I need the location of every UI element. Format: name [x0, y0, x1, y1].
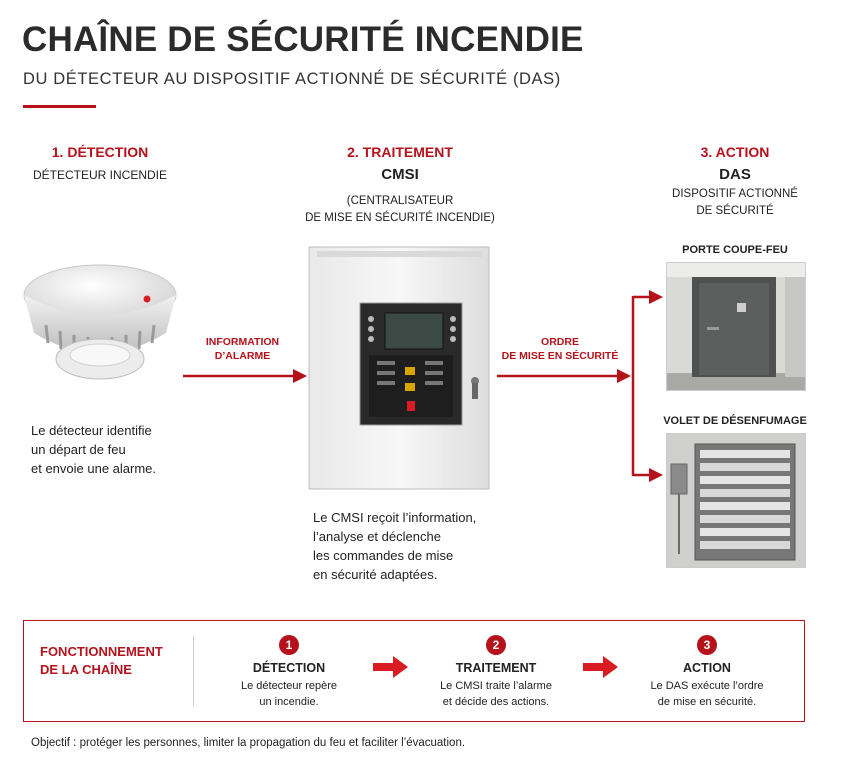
summary-divider [193, 636, 194, 706]
summary-step-text: Le détecteur repère un incendie. [240, 680, 337, 708]
page-subtitle: DU DÉTECTEUR AU DISPOSITIF ACTIONNÉ DE S… [23, 70, 561, 88]
step-number-badge: 2 [486, 635, 506, 655]
arrow-right-icon [183, 369, 307, 383]
step-detection-name: DÉTECTEUR INCENDIE [32, 168, 167, 182]
page-title: CHAÎNE DE SÉCURITÉ INCENDIE [22, 20, 584, 59]
step-detection-description: Le détecteur identifie un départ de feu … [31, 423, 157, 476]
step-number-badge: 3 [697, 635, 717, 655]
objectif-note: Objectif : protéger les personnes, limit… [31, 737, 466, 749]
summary-step-text: Le CMSI traite l’alarme et décide des ac… [440, 680, 552, 708]
das-example-door-label: PORTE COUPE-FEU [682, 244, 788, 256]
title-underline [23, 105, 96, 108]
step-traitement-heading: 2. TRAITEMENT [347, 144, 453, 160]
step-traitement-name: CMSI [381, 166, 419, 183]
step-traitement-fullname: (CENTRALISATEUR DE MISE EN SÉCURITÉ INCE… [305, 195, 495, 224]
step-action-heading: 3. ACTION [700, 144, 770, 160]
das-example-vent-label: VOLET DE DÉSENFUMAGE [663, 415, 807, 427]
step-action-fullname: DISPOSITIF ACTIONNÉ DE SÉCURITÉ [672, 188, 798, 217]
summary-step-text: Le DAS exécute l’ordre de mise en sécuri… [650, 680, 764, 708]
smoke-vent-image [666, 433, 806, 568]
smoke-detector-image [23, 264, 177, 380]
summary-title: FONCTIONNEMENT DE LA CHAÎNE [40, 644, 163, 677]
arrow-ordre-label: ORDRE DE MISE EN SÉCURITÉ [501, 336, 619, 362]
branch-arrows [497, 290, 663, 482]
step-action-name: DAS [719, 166, 751, 183]
arrow-information-label: INFORMATION D’ALARME [205, 336, 280, 362]
step-detection-heading: 1. DÉTECTION [51, 144, 149, 160]
summary-step-heading: DÉTECTION [252, 661, 326, 675]
summary-step-heading: TRAITEMENT [455, 661, 537, 675]
arrow-right-icon [583, 656, 618, 678]
step-number-badge: 1 [279, 635, 299, 655]
summary-step-heading: ACTION [683, 661, 731, 675]
step-traitement-description: Le CMSI reçoit l’information, l’analyse … [313, 510, 477, 582]
arrow-right-icon [373, 656, 408, 678]
fire-door-image [666, 262, 806, 391]
summary-box [23, 620, 805, 722]
cmsi-panel-image [308, 246, 490, 490]
